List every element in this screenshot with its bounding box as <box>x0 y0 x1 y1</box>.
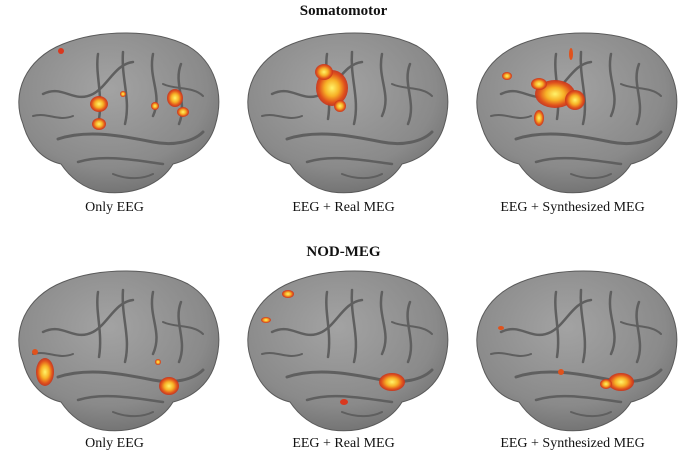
activation-blob <box>92 118 106 130</box>
activation-blob <box>502 72 512 80</box>
brain-map-nod-meg-synthesized-meg <box>461 262 683 437</box>
panel-title-nod-meg: NOD-MEG <box>306 244 381 260</box>
caption-eeg-real-meg: EEG + Real MEG <box>292 200 395 215</box>
brain-map-nod-meg-only-eeg <box>3 262 225 437</box>
caption-eeg-real-meg: EEG + Real MEG <box>292 436 395 451</box>
caption-only-eeg: Only EEG <box>85 200 144 215</box>
activation-blob <box>334 100 346 112</box>
activation-blob <box>565 90 585 110</box>
activation-blob <box>159 377 179 395</box>
activation-blob <box>569 48 573 60</box>
caption-eeg-synthesized-meg: EEG + Synthesized MEG <box>500 436 645 451</box>
activation-blob <box>558 369 564 375</box>
panel-title-somatomotor: Somatomotor <box>299 3 388 19</box>
brain-map-somatomotor-real-meg <box>232 24 454 199</box>
activation-blob <box>498 326 504 330</box>
activation-blob <box>36 358 54 386</box>
activation-blob <box>58 48 64 54</box>
caption-eeg-synthesized-meg: EEG + Synthesized MEG <box>500 200 645 215</box>
activation-blob <box>531 78 547 90</box>
brain-map-nod-meg-real-meg <box>232 262 454 437</box>
brain-map-somatomotor-only-eeg <box>3 24 225 199</box>
brain-map-somatomotor-synthesized-meg <box>461 24 683 199</box>
activation-blob <box>608 373 634 391</box>
activation-blob <box>315 64 333 80</box>
activation-blob <box>261 317 271 323</box>
activation-blob <box>32 349 38 355</box>
activation-blob <box>340 399 348 405</box>
activation-blob <box>282 290 294 298</box>
activation-blob <box>120 91 126 97</box>
activation-blob <box>151 102 159 110</box>
activation-blob <box>600 379 612 389</box>
activation-blob <box>534 110 544 126</box>
activation-blob <box>379 373 405 391</box>
caption-only-eeg: Only EEG <box>85 436 144 451</box>
activation-blob <box>90 96 108 112</box>
activation-blob <box>167 89 183 107</box>
activation-blob <box>155 359 161 365</box>
activation-blob <box>177 107 189 117</box>
